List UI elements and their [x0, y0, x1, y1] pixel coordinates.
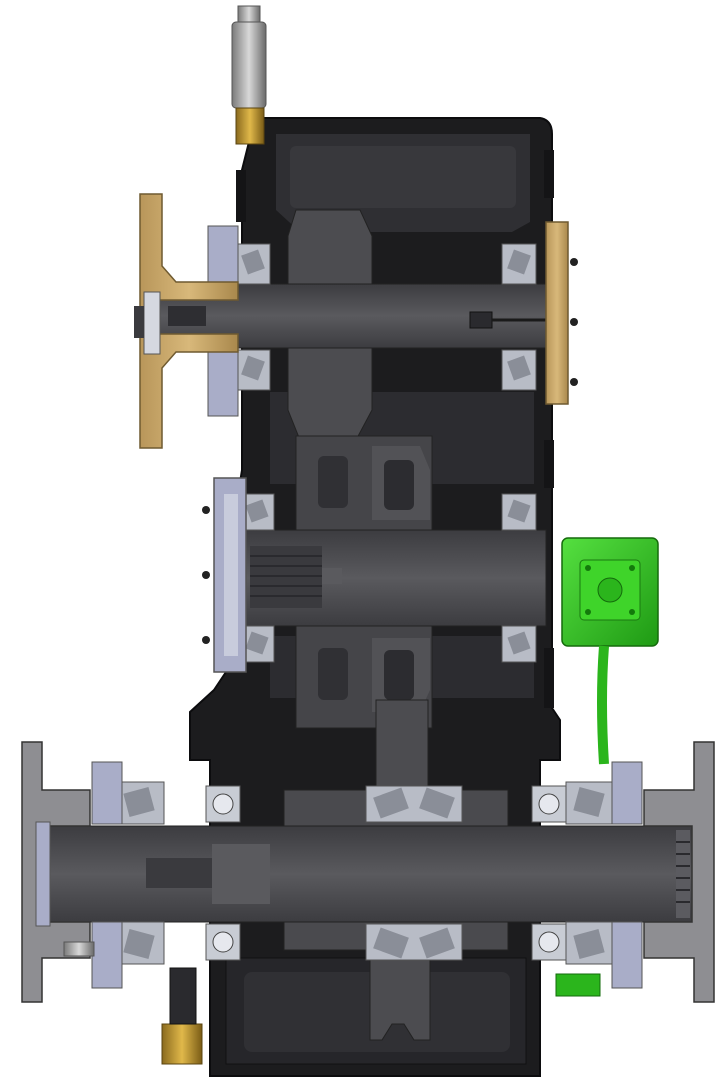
sensor-cable-lower	[555, 973, 601, 997]
right-cover-bolt-2	[570, 318, 578, 326]
sensor-screw-2	[629, 565, 635, 571]
output-flange-left	[21, 741, 91, 1003]
output-carrier-right-b	[611, 921, 643, 989]
input-seal-carrier-bottom	[207, 351, 239, 417]
output-gear-lower	[369, 937, 431, 1041]
output-ball-bearing-right	[531, 785, 567, 961]
housing-rib-left-1	[236, 170, 246, 222]
output-gear-upper	[375, 699, 429, 791]
output-ball-bearing-left	[205, 785, 241, 961]
drain-fitting	[63, 941, 203, 1065]
output-bearing-right	[565, 781, 615, 965]
drain-fitting-body	[169, 967, 197, 1025]
sensor-screw-3	[585, 609, 591, 615]
sensor-screw-4	[629, 609, 635, 615]
output-flange-right-spline	[676, 841, 690, 903]
right-cover-bolt-3	[570, 378, 578, 386]
breather-fitting	[231, 5, 267, 145]
output-shaft-bore	[146, 858, 212, 888]
sensor-port	[597, 577, 623, 603]
output-carrier-right	[611, 761, 643, 825]
input-shaft-bolt	[469, 311, 493, 329]
right-cover-plate	[545, 221, 578, 405]
housing-rib-right-2	[544, 440, 554, 488]
intermediate-bearing-right	[501, 493, 537, 663]
intermediate-shaft-assembly	[202, 435, 547, 729]
housing-rib-right-3	[544, 648, 554, 708]
input-seal-carrier-top	[207, 225, 239, 283]
intermediate-gear-pocket-4	[384, 650, 414, 700]
output-shaft	[37, 825, 693, 923]
breather-fitting-nut	[235, 107, 265, 145]
intermediate-gear-pocket-1	[318, 456, 348, 508]
sensor-module	[555, 537, 659, 997]
intermediate-gear-pocket-3	[384, 460, 414, 510]
output-flange-right	[643, 741, 715, 1003]
intermediate-gear-pocket-2	[318, 648, 348, 700]
output-bearing-center	[365, 785, 463, 961]
intermediate-shaft-tip	[322, 568, 342, 584]
intermediate-shaft-spline-lines	[250, 555, 322, 597]
output-shaft-step	[212, 844, 270, 904]
intermediate-cap-bolt-1	[202, 506, 210, 514]
breather-fitting-cap	[237, 5, 261, 23]
breather-fitting-body	[231, 21, 267, 109]
output-flange-left-face	[35, 821, 51, 927]
input-bearing-left	[235, 243, 271, 391]
housing-rib-right-1	[544, 150, 554, 198]
sensor-cable	[597, 645, 609, 765]
output-bearing-left	[115, 781, 165, 965]
output-flange-right-body	[643, 741, 715, 1003]
output-flange-right-face	[676, 830, 690, 918]
output-shaft-assembly	[37, 699, 693, 1041]
housing-cavity-upper-inner	[290, 146, 516, 208]
intermediate-cap-bolt-3	[202, 636, 210, 644]
input-bearing-right	[501, 243, 537, 391]
output-carrier-left	[91, 761, 123, 825]
drain-fitting-side	[63, 941, 95, 957]
intermediate-end-cap-inner	[224, 494, 238, 656]
drain-fitting-nut	[161, 1023, 203, 1065]
input-flange-nut	[134, 306, 144, 338]
intermediate-cap-bolt-2	[202, 571, 210, 579]
output-carrier-left-b	[91, 921, 123, 989]
input-flange-washer	[143, 291, 161, 355]
input-shaft-bore	[168, 306, 206, 326]
right-cover-plate-body	[545, 221, 569, 405]
sensor-screw-1	[585, 565, 591, 571]
input-flange	[134, 193, 239, 449]
right-cover-bolt-1	[570, 258, 578, 266]
